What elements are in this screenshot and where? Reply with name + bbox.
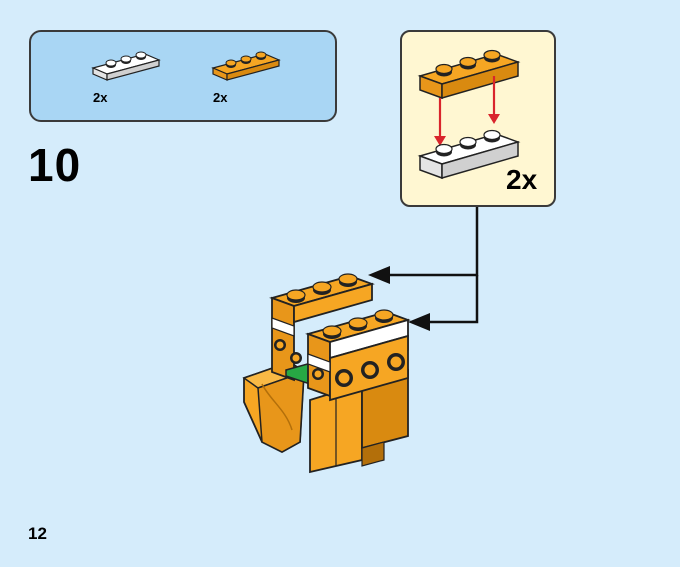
subassembly-qty: 2x	[506, 164, 538, 195]
orange-plate-1x3-icon	[211, 51, 281, 81]
parts-list-box: 2x 2x	[29, 30, 337, 122]
subassembly-diagram	[417, 49, 521, 180]
step-number: 10	[28, 139, 82, 191]
part-qty-orange: 2x	[213, 90, 228, 105]
part-qty-white: 2x	[93, 90, 108, 105]
white-plate-1x3-icon	[91, 51, 161, 81]
subassembly-box: 2x	[400, 30, 556, 207]
page-number: 12	[28, 524, 47, 543]
